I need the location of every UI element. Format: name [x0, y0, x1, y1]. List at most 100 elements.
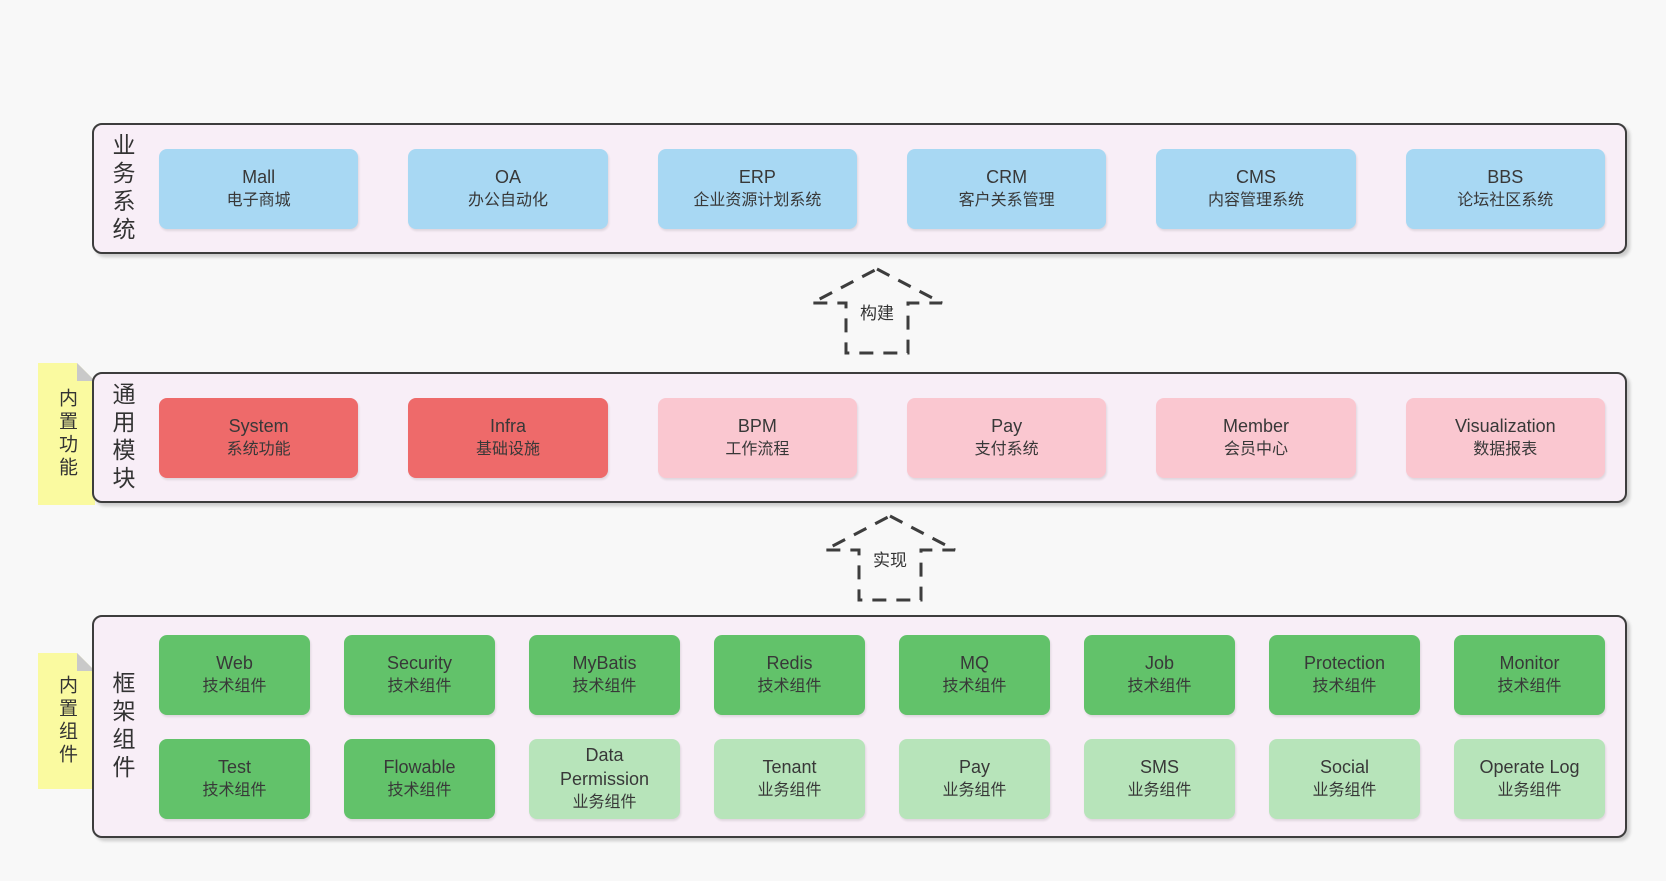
box-subtitle: 会员中心 [1223, 441, 1288, 458]
business-systems-row: Mall 电子商城 OA 办公自动化 ERP 企业资源计划系统 CRM 客户关系… [159, 148, 1605, 229]
box-title: Monitor [1499, 653, 1560, 673]
box-crm: CRM 客户关系管理 [906, 148, 1107, 229]
box-title: Flowable [383, 757, 456, 777]
box-subtitle: 业务组件 [1497, 782, 1562, 799]
box-subtitle: 业务组件 [1127, 782, 1192, 799]
box-subtitle: 办公自动化 [467, 192, 548, 209]
box-subtitle: 技术组件 [1127, 678, 1192, 695]
box-title: Operate Log [1479, 757, 1580, 777]
box-subtitle: 工作流程 [725, 441, 790, 458]
box-title: Test [217, 757, 251, 777]
box-title: OA [494, 167, 521, 187]
box-title: Member [1222, 416, 1289, 436]
common-modules-row: System 系统功能 Infra 基础设施 BPM 工作流程 Pay 支付系统… [159, 397, 1605, 478]
box-subtitle: 业务组件 [942, 782, 1007, 799]
box-system: System 系统功能 [159, 397, 359, 478]
box-social: Social 业务组件 [1269, 738, 1420, 819]
box-subtitle: 技术组件 [387, 782, 452, 799]
box-title: Job [1144, 653, 1175, 673]
box-flowable: Flowable 技术组件 [344, 738, 495, 819]
box-title: System [228, 416, 289, 436]
box-subtitle: 技术组件 [202, 678, 267, 695]
box-subtitle: 技术组件 [572, 678, 637, 695]
arrow-label: 实现 [870, 546, 910, 571]
box-subtitle: 系统功能 [226, 441, 291, 458]
framework-row-2: Test 技术组件 Flowable 技术组件 Data Permission … [159, 738, 1605, 819]
box-subtitle: 论坛社区系统 [1457, 192, 1554, 209]
box-subtitle: 基础设施 [475, 441, 540, 458]
layer-framework-components: 框架组件 Web 技术组件 Security 技术组件 MyBatis 技术组件… [92, 615, 1627, 838]
box-mq: MQ 技术组件 [899, 634, 1050, 715]
arrow-build: 构建 [809, 266, 945, 356]
box-web: Web 技术组件 [159, 634, 310, 715]
box-title: ERP [738, 167, 776, 187]
box-tenant: Tenant 业务组件 [714, 738, 865, 819]
box-bbs: BBS 论坛社区系统 [1405, 148, 1605, 229]
box-subtitle: 企业资源计划系统 [693, 192, 822, 209]
box-pay-component: Pay 业务组件 [899, 738, 1050, 819]
box-title: Redis [766, 653, 813, 673]
up-arrow-icon [824, 514, 956, 602]
box-job: Job 技术组件 [1084, 634, 1235, 715]
box-visualization: Visualization 数据报表 [1405, 397, 1605, 478]
box-subtitle: 技术组件 [1312, 678, 1377, 695]
box-data-permission: Data Permission 业务组件 [529, 738, 680, 819]
framework-components-rows: Web 技术组件 Security 技术组件 MyBatis 技术组件 Redi… [159, 634, 1605, 819]
box-member: Member 会员中心 [1156, 397, 1356, 478]
box-redis: Redis 技术组件 [714, 634, 865, 715]
box-subtitle: 电子商城 [226, 192, 291, 209]
box-title: BBS [1487, 167, 1524, 187]
box-title: Security [386, 653, 453, 673]
box-title: MQ [960, 653, 989, 673]
box-subtitle: 技术组件 [1497, 678, 1562, 695]
box-title: Pay [958, 757, 991, 777]
box-subtitle: 客户关系管理 [958, 192, 1055, 209]
box-pay: Pay 支付系统 [906, 397, 1107, 478]
box-title: Social [1319, 757, 1370, 777]
arrow-label: 构建 [857, 299, 897, 324]
box-subtitle: 数据报表 [1473, 441, 1538, 458]
box-subtitle: 技术组件 [202, 782, 267, 799]
framework-row-1: Web 技术组件 Security 技术组件 MyBatis 技术组件 Redi… [159, 634, 1605, 715]
box-title: Mall [242, 167, 276, 187]
sticky-note-builtin-features: 内置功能 [38, 363, 95, 505]
sticky-note-label: 内置组件 [56, 675, 77, 767]
box-subtitle: 业务组件 [572, 794, 637, 811]
box-title: Pay [991, 416, 1023, 436]
layer-label: 通用模块 [109, 381, 135, 494]
box-mall: Mall 电子商城 [159, 148, 359, 229]
box-title: Visualization [1454, 416, 1556, 436]
box-subtitle: 技术组件 [942, 678, 1007, 695]
box-test: Test 技术组件 [159, 738, 310, 819]
box-cms: CMS 内容管理系统 [1156, 148, 1356, 229]
box-security: Security 技术组件 [344, 634, 495, 715]
layer-business-systems: 业务系统 Mall 电子商城 OA 办公自动化 ERP 企业资源计划系统 CRM… [92, 123, 1627, 254]
box-protection: Protection 技术组件 [1269, 634, 1420, 715]
sticky-note-label: 内置功能 [56, 388, 77, 480]
box-title: Web [216, 653, 253, 673]
box-sms: SMS 业务组件 [1084, 738, 1235, 819]
box-subtitle: 内容管理系统 [1207, 192, 1304, 209]
box-subtitle: 业务组件 [1312, 782, 1377, 799]
box-infra: Infra 基础设施 [408, 397, 608, 478]
box-mybatis: MyBatis 技术组件 [529, 634, 680, 715]
box-title: MyBatis [572, 653, 637, 673]
box-title: BPM [737, 416, 777, 436]
box-subtitle: 技术组件 [387, 678, 452, 695]
layer-common-modules: 通用模块 System 系统功能 Infra 基础设施 BPM 工作流程 Pay… [92, 372, 1627, 503]
box-title: Infra [489, 416, 526, 436]
layer-label: 业务系统 [109, 132, 135, 245]
box-oa: OA 办公自动化 [408, 148, 608, 229]
box-erp: ERP 企业资源计划系统 [657, 148, 857, 229]
up-arrow-icon [811, 267, 943, 355]
layer-label: 框架组件 [109, 670, 135, 783]
box-subtitle: 技术组件 [757, 678, 822, 695]
box-title: Data Permission [559, 745, 650, 789]
sticky-note-builtin-components: 内置组件 [38, 653, 95, 789]
box-subtitle: 支付系统 [974, 441, 1039, 458]
box-title: Protection [1303, 653, 1386, 673]
box-monitor: Monitor 技术组件 [1454, 634, 1605, 715]
arrow-implement: 实现 [822, 513, 958, 603]
box-bpm: BPM 工作流程 [657, 397, 857, 478]
box-title: CRM [986, 167, 1028, 187]
